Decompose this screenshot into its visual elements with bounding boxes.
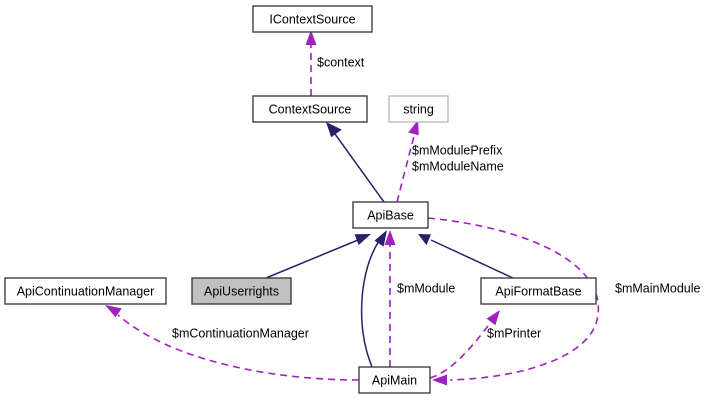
edge-apibase-to-string <box>396 120 419 203</box>
edge-layer <box>105 30 600 386</box>
edge-label-mmodulename: $mModuleName <box>412 159 504 173</box>
edge-label-mmodule: $mModule <box>397 281 455 295</box>
edge-label-mcontinuationmanager: $mContinuationManager <box>172 326 309 340</box>
node-apiformatbase[interactable]: ApiFormatBase <box>480 277 597 305</box>
edge-apimain-to-apibase-mmodule <box>384 230 396 367</box>
node-label-apicontinuationmanager: ApiContinuationManager <box>17 284 155 298</box>
edge-apimain-to-apiformatbase <box>429 310 500 379</box>
node-apimain[interactable]: ApiMain <box>358 366 431 394</box>
node-apibase[interactable]: ApiBase <box>352 201 429 229</box>
node-layer: IContextSource ContextSource string ApiB… <box>4 5 597 394</box>
node-label-apiformatbase: ApiFormatBase <box>495 284 581 298</box>
edge-label-layer: $context $mModulePrefix $mModuleName $mM… <box>172 55 701 340</box>
node-icontextsource[interactable]: IContextSource <box>252 5 373 33</box>
edge-apimain-to-apicontinuationmanager <box>105 305 360 381</box>
edge-label-mprinter: $mPrinter <box>487 326 541 340</box>
edge-label-context: $context <box>317 55 365 69</box>
node-contextsource[interactable]: ContextSource <box>252 95 368 123</box>
node-label-contextsource: ContextSource <box>269 102 352 116</box>
edge-label-mmoduleprefix: $mModulePrefix <box>412 143 503 157</box>
node-label-apiuserrights: ApiUserrights <box>204 284 279 298</box>
edge-apiuserrights-to-apibase <box>265 234 371 279</box>
node-label-icontextsource: IContextSource <box>269 12 355 26</box>
edge-apiformatbase-to-apibase <box>418 234 514 279</box>
edge-apimain-to-apibase <box>360 230 387 368</box>
edge-contextsource-to-icontextsource <box>305 30 317 96</box>
node-apicontinuationmanager[interactable]: ApiContinuationManager <box>4 277 167 305</box>
node-label-string: string <box>403 102 434 116</box>
node-string[interactable]: string <box>388 95 449 123</box>
node-apiuserrights[interactable]: ApiUserrights <box>191 277 292 305</box>
node-label-apibase: ApiBase <box>367 208 414 222</box>
edge-apibase-to-apimain-mmainmodule <box>427 217 600 386</box>
node-label-apimain: ApiMain <box>372 373 417 387</box>
edge-apibase-to-contextsource <box>326 122 385 203</box>
edge-label-mmainmodule: $mMainModule <box>615 281 701 295</box>
